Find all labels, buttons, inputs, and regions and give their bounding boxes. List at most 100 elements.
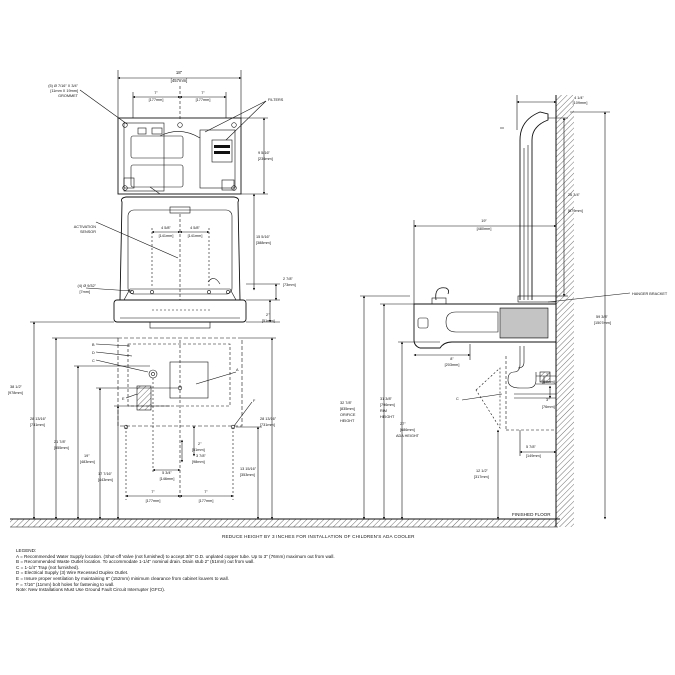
dim-2-side: 2"	[546, 373, 550, 377]
dim-4-1-4-mm: [109mm]	[573, 101, 588, 105]
dim-8-mm: [203mm]	[445, 363, 460, 367]
holes-label: (5) Ø 7/16" X 3/4"	[48, 84, 78, 88]
legend-e: E = Insure proper ventilation by maintai…	[16, 575, 229, 581]
dim-bottom-7-right: 7"	[204, 490, 208, 494]
dim-15-5-16: 15 5/16"	[256, 235, 271, 239]
rim-height-label: HEIGHT	[380, 415, 395, 419]
slots-label-mm: [7mm]	[79, 290, 90, 294]
activation-sensor-label: SENSOR	[80, 230, 96, 234]
dim-17-7-16-mm: [443mm]	[98, 478, 113, 482]
dim-27-mm: [686mm]	[400, 428, 415, 432]
dim-31-3-8: 31 3/8"	[380, 397, 393, 401]
hanger-bracket-label: HANGER BRACKET	[632, 292, 668, 296]
dim-2-7-8: 2 7/8"	[283, 277, 293, 281]
dim-17-7-16: 17 7/16"	[98, 472, 113, 476]
dim-8: 8"	[450, 357, 454, 361]
dim-19-side: 19"	[481, 219, 487, 223]
dim-4-1-4: 4 1/4"	[574, 96, 584, 100]
reduce-height-note: REDUCE HEIGHT BY 3 INCHES FOR INSTALLATI…	[222, 534, 415, 539]
dim-2-front: 2"	[198, 442, 202, 446]
dim-28-13-16-right-mm: [731mm]	[260, 423, 275, 427]
floor	[10, 518, 560, 528]
dim-right-7: 7"	[201, 91, 205, 95]
dim-27: 27"	[400, 422, 406, 426]
dim-5-7-8-mm: [149mm]	[526, 454, 541, 458]
label-e: E	[122, 397, 125, 401]
label-f: F	[253, 399, 256, 403]
dim-left-7-mm: [177mm]	[149, 98, 164, 102]
dim-28-13-16-mm: [731mm]	[30, 423, 45, 427]
legend-c: C = 1-1/4" Trap (not furnished).	[16, 564, 80, 570]
label-d: D	[92, 351, 95, 355]
slots-label: (4) Ø 9/32"	[78, 284, 97, 288]
dim-31-3-8-mm: [796mm]	[380, 403, 395, 407]
orifice-label: ORIFICE	[340, 413, 356, 417]
legend-f: F = 7/16" (11mm) bolt holes for fastenin…	[16, 581, 115, 587]
dim-5-3-4-mm: [146mm]	[160, 477, 175, 481]
dim-28-13-16: 28 13/16"	[30, 417, 47, 421]
finished-floor-label: FINISHED FLOOR	[512, 512, 551, 517]
dim-26-3-4-mm: [679mm]	[568, 209, 583, 213]
dim-2-side-mm: [50mm]	[542, 380, 555, 384]
dim-4-5-8-left: 4 5/8"	[161, 226, 171, 230]
orifice-height-label: HEIGHT	[340, 419, 355, 423]
dim-38-1-2: 38 1/2"	[10, 385, 23, 389]
legend-a: A = Recommended Water Supply location. (…	[16, 553, 335, 559]
dim-26-3-4: 26 3/4"	[568, 193, 581, 197]
side-label-c: C	[456, 397, 459, 401]
dim-32-7-8-mm: [835mm]	[340, 407, 355, 411]
dim-21-7-8-mm: [555mm]	[54, 446, 69, 450]
front-labels: 18" [457mm] 7" [177mm] 7" [177mm] (5) Ø …	[8, 70, 296, 503]
activation-label: ACTIVATION	[74, 225, 96, 229]
dim-3-side: 3"	[546, 398, 550, 402]
label-a: A	[236, 368, 239, 372]
wall-section	[555, 95, 574, 527]
legend-d: D = Electrical Supply (3) Wire Recessed …	[16, 570, 129, 576]
dim-21-7-8: 21 7/8"	[54, 440, 67, 444]
dim-left-7: 7"	[154, 91, 158, 95]
dim-59-3-8: 59 3/8"	[596, 315, 609, 319]
legend: LEGEND: A = Recommended Water Supply loc…	[16, 548, 436, 593]
legend-b: B = Recommended Waste Outlet location. T…	[16, 559, 255, 565]
dim-bottom-7-right-mm: [177mm]	[199, 499, 214, 503]
dim-3-7-8-mm: [98mm]	[192, 460, 205, 464]
dim-3-7-8: 3 7/8"	[196, 454, 206, 458]
rim-label: RIM	[380, 409, 387, 413]
holes-label-mm: [11mm X 19mm]	[50, 89, 78, 93]
dim-bottom-7-left-mm: [177mm]	[146, 499, 161, 503]
dim-19-side-mm: [480mm]	[477, 227, 492, 231]
dim-9-5-16: 9 5/16"	[258, 151, 271, 155]
side-view	[360, 95, 631, 520]
ada-height-label: ADA HEIGHT	[396, 434, 420, 438]
dim-15-5-16-mm: [388mm]	[256, 241, 271, 245]
dim-18-mm: [457mm]	[171, 78, 188, 83]
dim-12-1-2-mm: [317mm]	[474, 475, 489, 479]
dim-28-13-16-right: 28 13/16"	[260, 417, 277, 421]
dim-12-1-2: 12 1/2"	[476, 469, 489, 473]
dim-19-front-mm: [483mm]	[80, 460, 95, 464]
side-labels: 4 1/4" [109mm] 26 3/4" [679mm] 19" [480m…	[340, 96, 668, 479]
label-c: C	[92, 359, 95, 363]
dim-13-15-16: 13 15/16"	[240, 467, 257, 471]
dim-4-5-8-right: 4 5/8"	[190, 226, 200, 230]
dim-13-15-16-mm: [353mm]	[240, 473, 255, 477]
dim-2-front-mm: [51mm]	[192, 448, 205, 452]
dim-5-3-4: 5 3/4"	[162, 471, 172, 475]
legend-note: Note: New Installations Must Use Ground …	[16, 587, 166, 593]
dim-32-7-8: 32 7/8"	[340, 401, 353, 405]
dim-5-7-8: 5 7/8"	[526, 445, 536, 449]
grommet-label: GROMMET	[58, 94, 79, 98]
front-view	[30, 70, 280, 520]
dim-right-7-mm: [177mm]	[196, 98, 211, 102]
dim-9-5-16-mm: [236mm]	[258, 157, 273, 161]
dim-4-5-8-right-mm: [141mm]	[188, 234, 203, 238]
label-b: B	[92, 343, 95, 347]
legend-title: LEGEND:	[16, 548, 37, 553]
dim-2-top: 2"	[266, 313, 270, 317]
filters-label: FILTERS	[268, 98, 284, 102]
dim-4-5-8-left-mm: [141mm]	[159, 234, 174, 238]
dim-2-7-8-mm: [73mm]	[283, 283, 296, 287]
dim-2-top-mm: [51mm]	[262, 319, 275, 323]
dim-3-side-mm: [76mm]	[542, 405, 555, 409]
